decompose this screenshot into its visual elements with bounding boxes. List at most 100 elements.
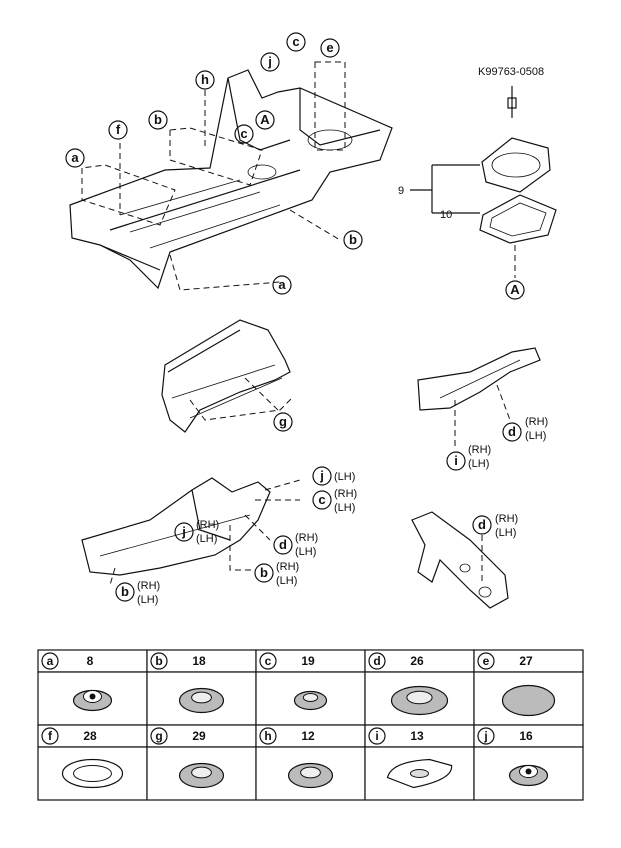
grommet-letter: c [265,654,272,668]
callout-a-left: a [65,148,85,168]
svg-text:(LH): (LH) [196,533,217,545]
grommet-part-number: 27 [519,654,533,668]
grommet-cell-c: c 19 [255,649,366,726]
svg-text:(LH): (LH) [468,458,489,470]
svg-text:a: a [71,150,79,165]
callout-d-side: d [502,422,522,442]
callout-A-cover: A [505,280,525,300]
grommet-icon [72,689,113,712]
callout-j-top: j [260,52,280,72]
grommet-part-number: 28 [83,729,97,743]
floor-callouts: c e j h A b f c a b a [65,32,363,295]
svg-text:(LH): (LH) [334,471,355,483]
svg-text:c: c [318,492,325,507]
svg-text:i: i [454,453,458,468]
grommet-part-number: 13 [410,729,424,743]
svg-text:(RH): (RH) [196,519,219,531]
callout-j-left: j [174,522,194,542]
svg-text:b: b [154,112,162,127]
callout-b-right: b [343,230,363,250]
callout-a-bottom: a [272,275,292,295]
grommet-icon [178,687,225,714]
svg-text:(LH): (LH) [495,527,516,539]
grommet-letter: b [155,654,162,668]
svg-text:(LH): (LH) [137,594,158,606]
callout-c-top: c [286,32,306,52]
svg-text:(RH): (RH) [137,580,160,592]
callout-c-mid: c [234,124,254,144]
svg-text:c: c [292,34,299,49]
svg-text:(LH): (LH) [525,430,546,442]
grommet-icon [61,758,124,789]
svg-text:(LH): (LH) [295,546,316,558]
grommet-cell-e: e 27 [473,649,584,726]
bracket-drawing: d (RH) (LH) [411,511,518,609]
callout-d-bracket: d [472,515,492,535]
grommet-icon [178,762,225,789]
grommet-part-number: 16 [519,729,533,743]
svg-text:b: b [349,232,357,247]
grommet-icon [293,690,328,711]
grommet-letter: d [373,654,380,668]
svg-text:b: b [121,584,129,599]
callout-b-body-left: b [115,582,135,602]
side-member-drawing: i (RH) (LH) d (RH) (LH) [417,347,548,471]
svg-text:e: e [326,40,333,55]
svg-text:j: j [181,524,186,539]
callout-j-right: j [312,466,332,486]
grommet-cell-g: g 29 [146,724,257,801]
svg-text:d: d [279,537,287,552]
callout-h-top: h [195,70,215,90]
part-number-10: 10 [440,209,452,221]
svg-text:(LH): (LH) [334,502,355,514]
svg-text:(RH): (RH) [495,513,518,525]
grommet-letter: h [264,729,271,743]
svg-text:g: g [279,414,287,429]
callout-A-floor: A [255,110,275,130]
callout-i: i [446,451,466,471]
callout-b-left: b [148,110,168,130]
svg-text:(RH): (RH) [276,561,299,573]
grommet-part-number: 8 [87,654,94,668]
svg-text:A: A [510,282,520,297]
part-code-label: K99763-0508 [478,66,544,78]
floor-panel-drawing [69,61,393,291]
callout-b-body-right: b [254,563,274,583]
svg-text:A: A [260,112,270,127]
svg-text:h: h [201,72,209,87]
body-side-drawing: j (LH) c (RH) (LH) j (RH) (LH) d (RH) (L… [81,466,357,606]
callout-d-body: d [273,535,293,555]
cover-assembly: K99763-0508 9 10 A [398,66,557,300]
svg-text:a: a [278,277,286,292]
svg-text:j: j [267,54,272,69]
svg-text:(LH): (LH) [276,575,297,587]
svg-text:(RH): (RH) [468,444,491,456]
grommet-icon [508,764,549,787]
grommet-part-number: 19 [301,654,315,668]
grommet-part-number: 12 [301,729,315,743]
grommet-cell-h: h 12 [255,724,366,801]
grommet-icon [501,684,556,717]
grommet-letter: e [483,654,490,668]
svg-text:(RH): (RH) [525,416,548,428]
grommet-part-number: 29 [192,729,206,743]
svg-text:c: c [240,126,247,141]
svg-text:f: f [116,122,121,137]
svg-text:(RH): (RH) [295,532,318,544]
callout-f: f [108,120,128,140]
svg-text:j: j [319,468,324,483]
callout-g: g [273,412,293,432]
grommet-letter: i [375,729,378,743]
grommet-letter: g [155,729,162,743]
svg-text:d: d [478,517,486,532]
part-number-9: 9 [398,185,404,197]
callout-c-right: c [312,490,332,510]
grommet-cell-i: i 13 [364,724,475,801]
callout-e-top: e [320,38,340,58]
